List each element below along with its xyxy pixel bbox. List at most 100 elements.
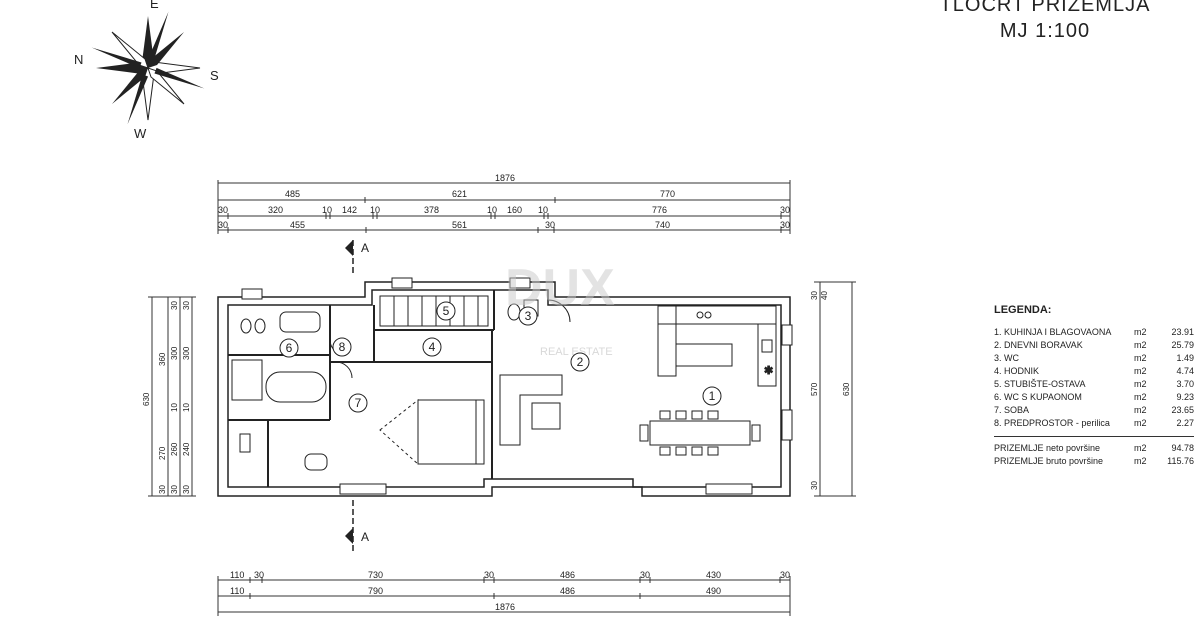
- legend-label: 1. KUHINJA I BLAGOVAONA: [994, 327, 1112, 337]
- section-label-bottom: A: [361, 530, 369, 544]
- dim-top2-c: 10: [322, 205, 332, 215]
- bed: [379, 398, 485, 466]
- dim-top2-h: 160: [507, 205, 522, 215]
- title-line-1: TLOCRT PRIZEMLJA: [939, 0, 1151, 16]
- compass-w-label: W: [134, 126, 147, 141]
- dim-bot1-h: 30: [780, 570, 790, 580]
- legend-value: 3.70: [1176, 379, 1194, 389]
- legend-row: 1. KUHINJA I BLAGOVAONA m2 23.91: [994, 326, 1194, 339]
- dim-bot1-g: 430: [706, 570, 721, 580]
- staircase: [379, 295, 489, 327]
- legend-label: 2. DNEVNI BORAVAK: [994, 340, 1083, 350]
- dim-top-485: 485: [285, 189, 300, 199]
- dim-left2-a: 30: [170, 301, 179, 310]
- dim-bot1-e: 486: [560, 570, 575, 580]
- dim-left1-a: 360: [158, 352, 167, 366]
- legend-label: 8. PREDPROSTOR - perilica: [994, 418, 1110, 428]
- dim-bot1-f: 30: [640, 570, 650, 580]
- legend-unit: m2: [1134, 327, 1147, 337]
- dim-right-d: 30: [810, 481, 819, 490]
- legend-total-label: PRIZEMLJE neto površine: [994, 443, 1101, 453]
- dim-top3-c: 561: [452, 220, 467, 230]
- dim-top3-a: 30: [218, 220, 228, 230]
- svg-text:✱: ✱: [764, 365, 773, 377]
- dim-left3-b: 300: [182, 346, 191, 360]
- dim-left2-c: 10: [170, 403, 179, 412]
- legend-label: 5. STUBIŠTE-OSTAVA: [994, 379, 1086, 389]
- dining-table: [639, 410, 761, 456]
- section-marker-top: A: [345, 240, 369, 275]
- compass-s-label: S: [210, 68, 219, 83]
- dim-bot1-a: 110: [230, 570, 244, 580]
- legend-label: 6. WC S KUPAONOM: [994, 392, 1082, 402]
- dim-top2-b: 320: [268, 205, 283, 215]
- dim-bot1-c: 730: [368, 570, 383, 580]
- legend-row: 2. DNEVNI BORAVAK m2 25.79: [994, 339, 1194, 352]
- drawing-title: TLOCRT PRIZEMLJA MJ 1:100: [930, 0, 1160, 44]
- dim-top3-b: 455: [290, 220, 305, 230]
- legend-unit: m2: [1134, 353, 1147, 363]
- legend-value: 25.79: [1171, 340, 1194, 350]
- dim-right-c: 570: [810, 382, 819, 396]
- legend-row: 4. HODNIK m2 4.74: [994, 365, 1194, 378]
- section-label-top: A: [361, 241, 369, 255]
- dim-top2-j: 776: [652, 205, 667, 215]
- compass-rose-icon: [91, 11, 205, 125]
- dim-top2-i: 10: [538, 205, 548, 215]
- room-numbers: 1 2 3 4 5 6 7 8: [279, 301, 722, 413]
- dim-left3-a: 30: [182, 301, 191, 310]
- interior-walls: [228, 290, 495, 487]
- dim-left-outer: 630: [142, 392, 151, 406]
- dim-right-b: 40: [820, 291, 829, 300]
- legend-total-row: PRIZEMLJE neto površine m2 94.78: [994, 442, 1194, 455]
- legend-value: 9.23: [1176, 392, 1194, 402]
- windows: [239, 277, 793, 495]
- title-scale: MJ 1:100: [999, 20, 1091, 42]
- dim-left3-e: 30: [182, 485, 191, 494]
- legend-label: 4. HODNIK: [994, 366, 1040, 376]
- legend: LEGENDA: 1. KUHINJA I BLAGOVAONA m2 23.91…: [994, 304, 1194, 468]
- dim-left2-d: 260: [170, 442, 179, 456]
- exterior-walls: [217, 281, 791, 497]
- legend-heading: LEGENDA:: [994, 304, 1052, 316]
- legend-value: 4.74: [1176, 366, 1194, 376]
- dim-left2-e: 30: [170, 485, 179, 494]
- dim-top-621: 621: [452, 189, 467, 199]
- dim-bottom-total: 1876: [495, 602, 515, 612]
- room-8-label: 8: [339, 340, 346, 354]
- dim-top3-e: 740: [655, 220, 670, 230]
- legend-unit: m2: [1134, 392, 1147, 402]
- dim-right-a: 30: [810, 291, 819, 300]
- section-marker-bottom: A: [345, 500, 369, 552]
- dim-left2-b: 300: [170, 346, 179, 360]
- room-5-label: 5: [443, 304, 450, 318]
- dim-bot2-a: 110: [230, 586, 244, 596]
- dim-bot2-c: 486: [560, 586, 575, 596]
- legend-value: 23.91: [1171, 327, 1194, 337]
- legend-unit: m2: [1134, 340, 1147, 350]
- dim-top2-g: 10: [487, 205, 497, 215]
- dim-right-outer: 630: [842, 382, 851, 396]
- dim-bot2-b: 790: [368, 586, 383, 596]
- legend-unit: m2: [1134, 405, 1147, 415]
- watermark-sub: REAL ESTATE: [540, 346, 613, 358]
- legend-unit: m2: [1134, 366, 1147, 376]
- room-6-label: 6: [286, 341, 293, 355]
- dim-top2-d: 142: [342, 205, 357, 215]
- dim-top2-f: 378: [424, 205, 439, 215]
- legend-total-label: PRIZEMLJE bruto površine: [994, 456, 1104, 466]
- legend-value: 2.27: [1176, 418, 1194, 428]
- left-dimensions: [148, 296, 196, 497]
- bottom-dimensions: [217, 576, 791, 616]
- legend-unit: m2: [1134, 443, 1147, 453]
- legend-unit: m2: [1134, 456, 1147, 466]
- kitchen-counter: ✱: [657, 305, 777, 387]
- legend-value: 23.65: [1171, 405, 1194, 415]
- legend-total-value: 94.78: [1171, 443, 1194, 453]
- dim-top-770: 770: [660, 189, 675, 199]
- dim-left1-c: 30: [158, 485, 167, 494]
- dim-top2-e: 10: [370, 205, 380, 215]
